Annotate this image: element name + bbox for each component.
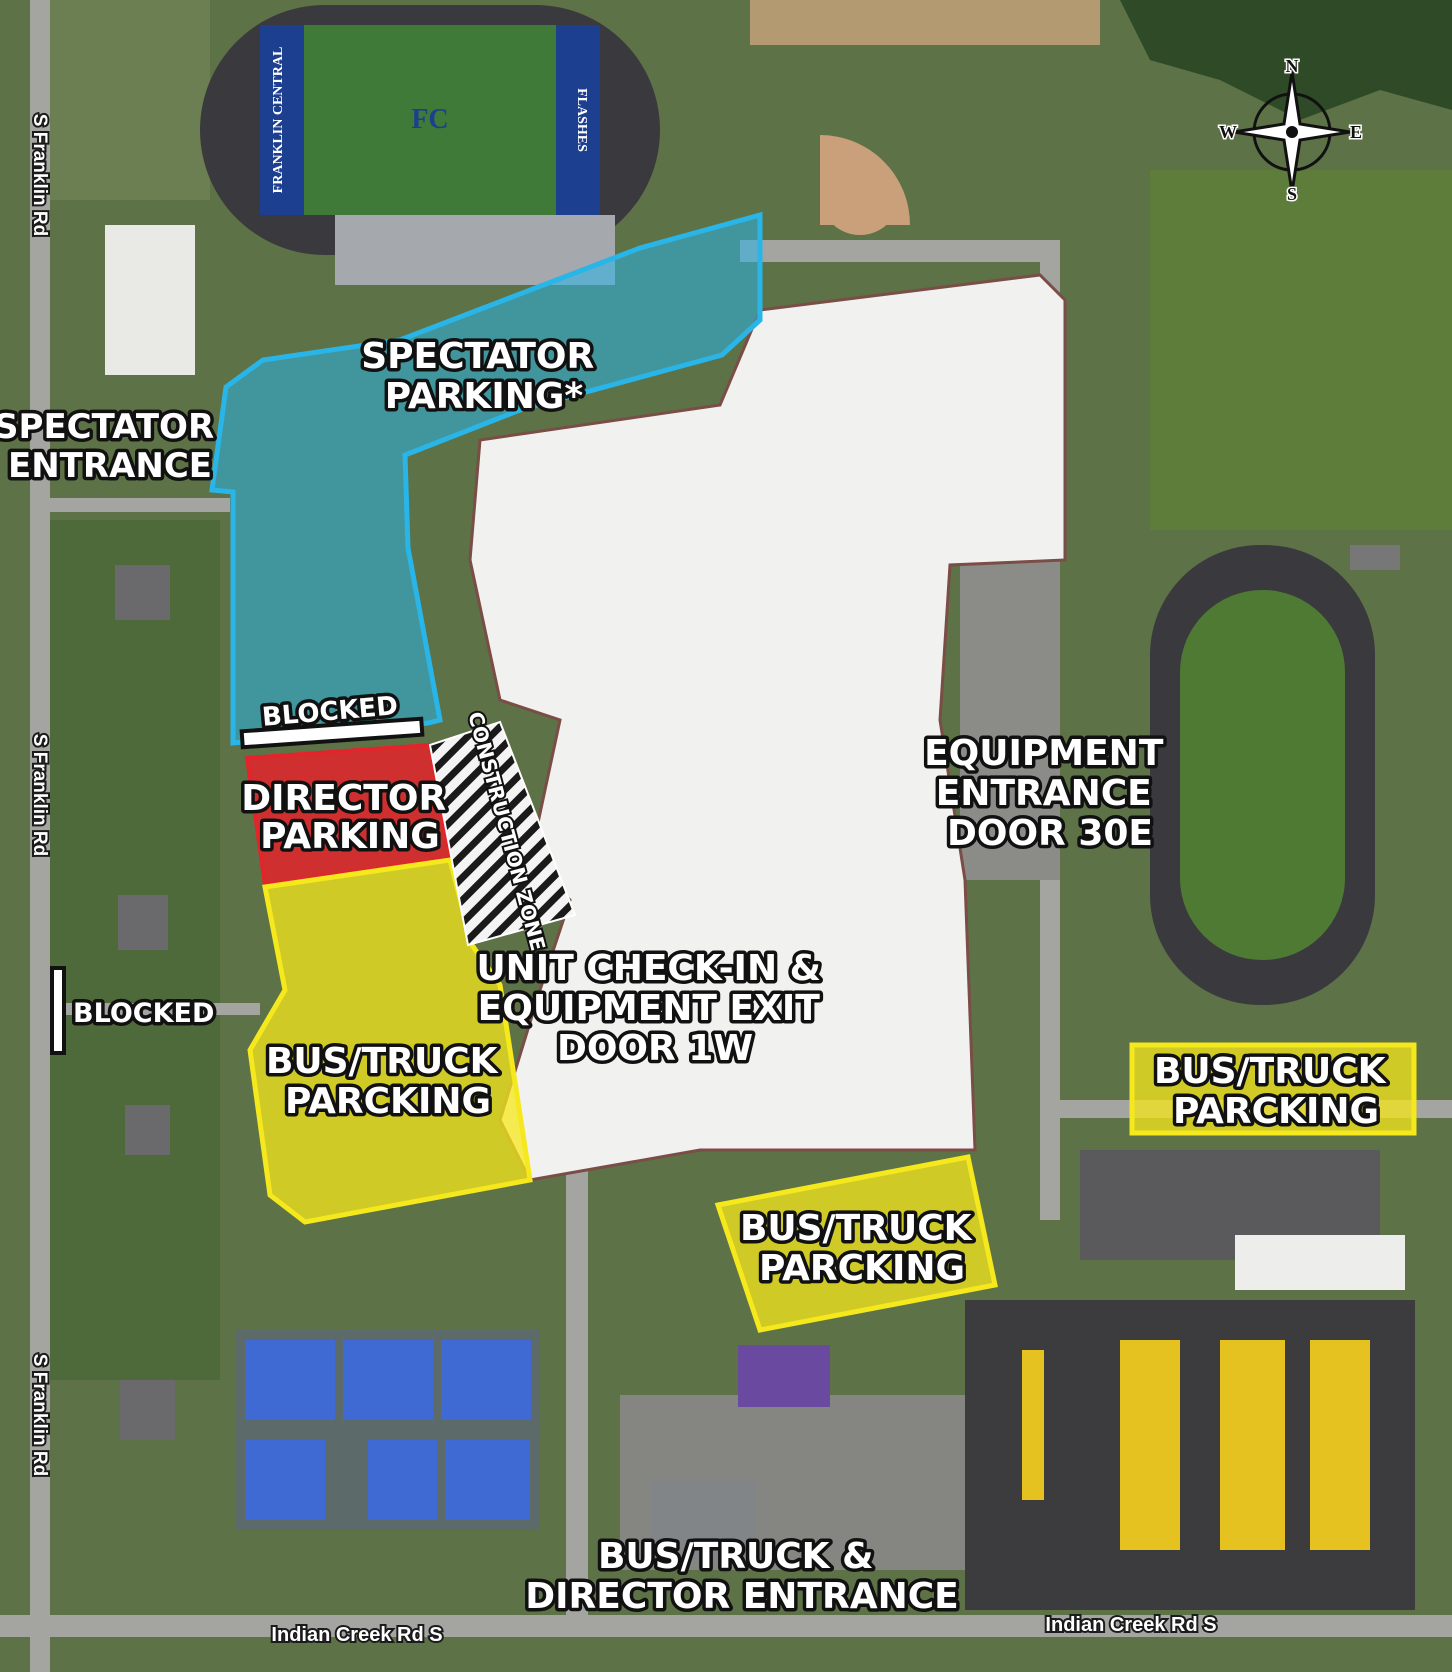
equipment-entrance-label: EQUIPMENT ENTRANCE DOOR 30E <box>924 733 1176 854</box>
parking-zones[interactable] <box>209 211 1417 1333</box>
football-field <box>260 25 600 215</box>
bus-truck-south-label: BUS/TRUCK PARCKING <box>740 1208 984 1289</box>
compass-w: W <box>1219 122 1237 142</box>
building-south <box>650 1480 755 1560</box>
tennis-court-4 <box>245 1440 325 1520</box>
tree-line-north <box>1120 0 1452 120</box>
bus-row-2 <box>1120 1340 1180 1550</box>
road-south-drive <box>566 1165 588 1625</box>
road-north-drive <box>740 240 1060 262</box>
compass-rose: N S E W <box>1218 55 1364 206</box>
blocked-west-label: BLOCKED <box>73 998 214 1029</box>
spectator-parking-zone[interactable] <box>209 211 763 746</box>
building-purple <box>738 1345 830 1407</box>
road-indian-creek <box>0 1615 1452 1637</box>
spectator-entrance-label: SPECTATOR ENTRANCE <box>0 407 226 486</box>
road-label-indian-creek-east: Indian Creek Rd S <box>1045 1614 1216 1636</box>
tennis-court-1 <box>245 1340 335 1420</box>
blocked-bar-north <box>239 716 425 750</box>
compass-n: N <box>1286 56 1299 76</box>
spectator-parking-label: SPECTATOR PARKING* <box>361 336 607 417</box>
dirt-lot <box>750 0 1100 45</box>
director-parking-label: DIRECTOR PARKING <box>241 778 458 857</box>
tennis-court-5 <box>368 1440 438 1520</box>
bus-truck-east-label: BUS/TRUCK PARCKING <box>1154 1051 1398 1132</box>
building-east <box>1235 1235 1405 1290</box>
bus-truck-west-label: BUS/TRUCK PARCKING <box>266 1041 510 1122</box>
bus-row-4 <box>1310 1340 1370 1550</box>
bus-row-1 <box>1022 1350 1044 1500</box>
lot-east-drive <box>960 560 1060 880</box>
school-building <box>468 273 1067 1182</box>
bus-director-entrance-label: BUS/TRUCK & DIRECTOR ENTRANCE <box>525 1536 958 1617</box>
road-labels: S Franklin Rd S Franklin Rd S Franklin R… <box>27 112 1219 1648</box>
field-logo: FC <box>411 104 448 135</box>
athletic-fields <box>820 135 1375 1005</box>
tennis-court-2 <box>343 1340 433 1420</box>
endzone-left-text: FRANKLIN CENTRAL <box>271 47 286 194</box>
compass-e: E <box>1350 122 1362 142</box>
grass-northwest <box>50 0 210 200</box>
endzone-right-text: FLASHES <box>574 88 589 152</box>
unit-checkin-label: UNIT CHECK-IN & EQUIPMENT EXIT DOOR 1W <box>476 948 833 1069</box>
house-west-3 <box>125 1105 170 1155</box>
grass-east-field <box>1150 170 1452 530</box>
road-label-franklin-1: S Franklin Rd <box>29 114 50 236</box>
blocked-markers <box>50 716 425 1055</box>
house-west-4 <box>120 1380 175 1440</box>
road-franklin <box>30 0 50 1672</box>
endzone-right <box>556 25 600 215</box>
east-track-field <box>1180 590 1345 960</box>
compass-s: S <box>1287 184 1297 204</box>
bus-truck-parking-east-zone[interactable] <box>1129 1042 1417 1136</box>
house-west-1 <box>115 565 170 620</box>
construction-zone <box>428 720 577 947</box>
road-entrance-west <box>50 498 230 512</box>
softball-infield <box>820 155 900 235</box>
endzone-left <box>260 25 304 215</box>
compass-center <box>1286 126 1298 138</box>
road-label-indian-creek-west: Indian Creek Rd S <box>271 1624 442 1646</box>
tennis-courts <box>235 1330 540 1530</box>
road-entrance-north <box>50 1003 260 1015</box>
blocked-bar-west <box>50 966 66 1055</box>
house-west-2 <box>118 895 168 950</box>
buildings <box>105 225 1405 1560</box>
building-northwest <box>105 225 195 375</box>
tennis-court-3 <box>441 1340 531 1420</box>
school-buses <box>1022 1340 1370 1550</box>
bus-truck-parking-south-zone[interactable] <box>714 1154 998 1333</box>
building-east-north <box>1350 545 1400 570</box>
road-label-franklin-2: S Franklin Rd <box>29 734 50 856</box>
bus-row-3 <box>1220 1340 1285 1550</box>
road-label-franklin-3: S Franklin Rd <box>29 1354 50 1476</box>
tennis-court-6 <box>445 1440 530 1520</box>
